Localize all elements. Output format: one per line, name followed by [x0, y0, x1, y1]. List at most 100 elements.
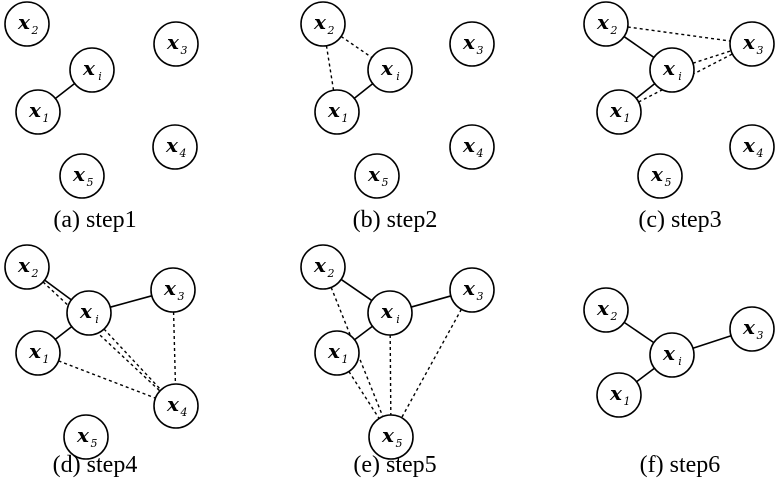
node-label: x: [596, 296, 610, 320]
node-subscript: 1: [43, 353, 50, 366]
node-circle: [649, 47, 695, 93]
node-circle: [152, 124, 198, 170]
edge-x2-x1-dashed: [325, 45, 335, 91]
node-subscript: 2: [610, 310, 618, 323]
edge-x2-xi-dashed: [340, 35, 373, 59]
node-label: x: [163, 276, 177, 300]
node-subscript: i: [678, 355, 682, 368]
edge-x2-xi-solid: [44, 279, 72, 301]
node-circle: [354, 153, 400, 199]
node-circle: [729, 21, 775, 67]
edge-x3-x5-dashed: [401, 308, 462, 419]
node-label: x: [381, 423, 395, 447]
node-subscript: i: [95, 313, 99, 326]
node-circle: [59, 153, 105, 199]
node-label: x: [313, 10, 327, 34]
node-subscript: 5: [665, 176, 672, 189]
node-subscript: 3: [757, 329, 764, 342]
panel-caption: (b) step2: [353, 207, 438, 233]
node-label: x: [742, 315, 756, 339]
node-circle: [300, 244, 346, 290]
panel-caption: (e) step5: [353, 452, 436, 478]
node-label: x: [327, 98, 341, 122]
node-circle: [69, 47, 115, 93]
node-label: x: [28, 339, 42, 363]
node-circle: [449, 124, 495, 170]
node-subscript: 3: [181, 44, 188, 57]
edge-xi-x3-solid: [110, 295, 152, 308]
node-subscript: 1: [43, 112, 50, 125]
edge-xi-x3-dashed: [692, 50, 732, 64]
node-circle: [449, 267, 495, 313]
node-circle: [314, 89, 360, 135]
node-circle: [15, 89, 61, 135]
node-subscript: 5: [91, 437, 98, 450]
edge-xi-x1-solid: [354, 325, 373, 341]
node-subscript: 1: [342, 353, 349, 366]
node-label: x: [662, 56, 676, 80]
node-label: x: [72, 162, 86, 186]
edge-xi-x1-solid: [54, 82, 76, 100]
node-circle: [153, 383, 199, 429]
node-subscript: 1: [342, 112, 349, 125]
node-circle: [367, 47, 413, 93]
node-circle: [368, 414, 414, 460]
node-label: x: [76, 423, 90, 447]
node-subscript: 3: [178, 290, 185, 303]
node-circle: [66, 290, 112, 336]
node-subscript: i: [396, 70, 400, 83]
edge-xi-x1-solid: [54, 325, 73, 341]
node-label: x: [462, 133, 476, 157]
panel-caption: (d) step4: [53, 452, 138, 478]
edge-x3-x4-dashed: [172, 311, 177, 385]
node-circle: [729, 306, 775, 352]
edge-xi-x5-dashed: [389, 334, 392, 416]
node-circle: [596, 372, 642, 418]
edge-xi-x4-dashed: [103, 328, 162, 391]
node-circle: [150, 267, 196, 313]
edge-x2-x4-dashed: [42, 281, 161, 392]
node-subscript: 3: [757, 44, 764, 57]
node-subscript: 2: [327, 24, 335, 37]
node-circle: [314, 330, 360, 376]
node-subscript: 1: [624, 395, 631, 408]
node-label: x: [28, 98, 42, 122]
node-subscript: 5: [87, 176, 94, 189]
node-circle: [729, 124, 775, 170]
node-label: x: [742, 30, 756, 54]
node-circle: [596, 89, 642, 135]
node-label: x: [17, 10, 31, 34]
node-label: x: [82, 56, 96, 80]
edge-x1-x4-dashed: [58, 360, 156, 399]
node-subscript: 4: [179, 147, 187, 160]
node-subscript: 1: [624, 112, 631, 125]
node-circle: [63, 414, 109, 460]
node-circle: [637, 153, 683, 199]
node-label: x: [17, 253, 31, 277]
node-circle: [300, 1, 346, 47]
node-label: x: [327, 339, 341, 363]
node-label: x: [609, 381, 623, 405]
